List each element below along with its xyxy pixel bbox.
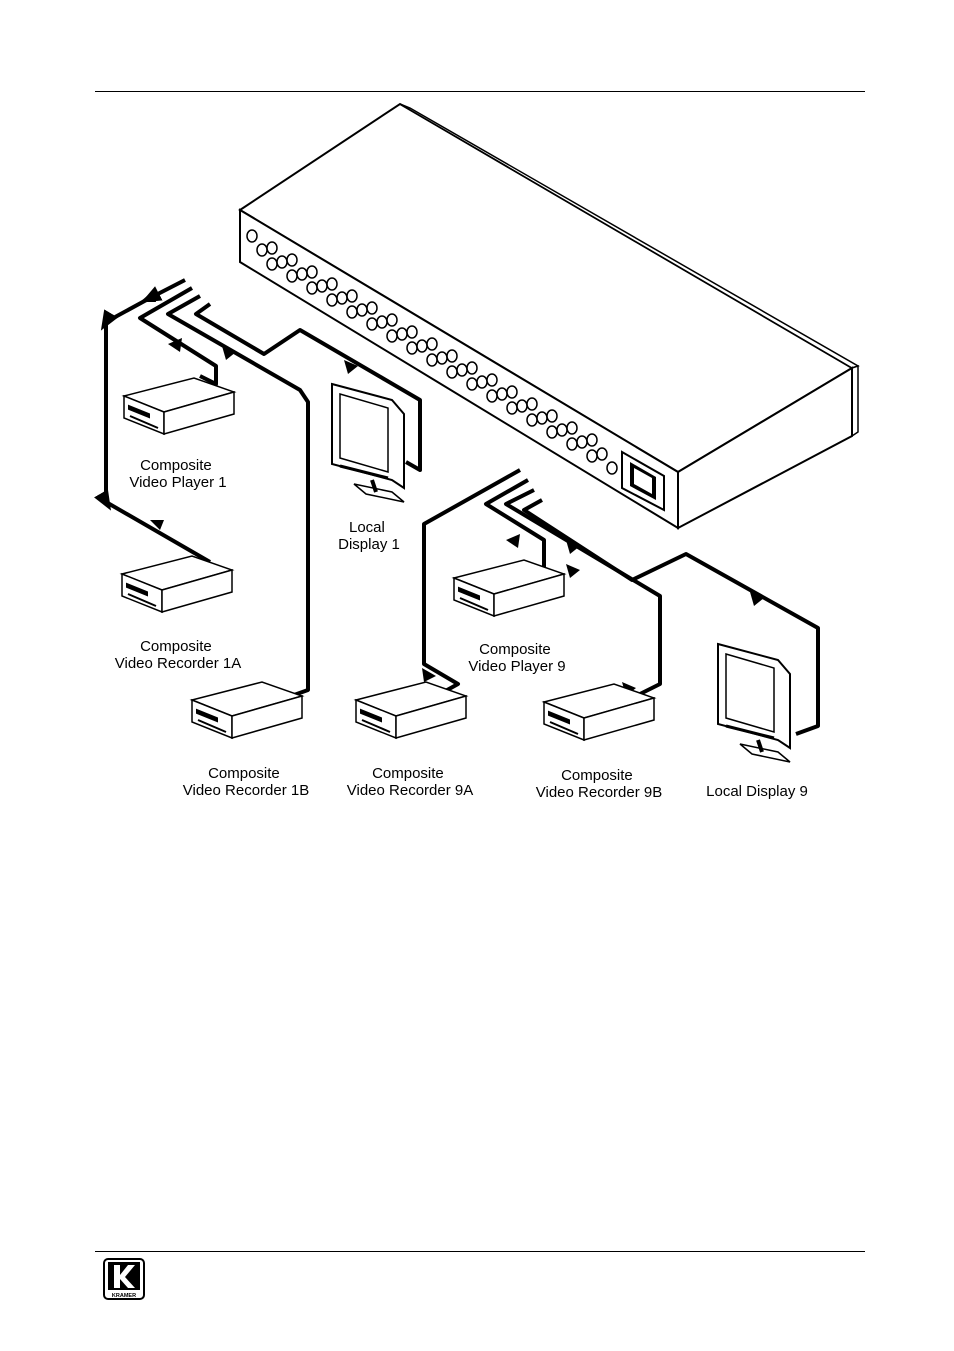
bnc-connector: [547, 426, 557, 438]
bnc-connector: [467, 378, 477, 390]
video-player-9-icon: [454, 560, 564, 616]
bnc-connector: [327, 294, 337, 306]
bnc-connector: [247, 230, 257, 242]
label-display-9: Local Display 9: [706, 783, 808, 800]
bnc-connector: [607, 462, 617, 474]
bnc-connector: [427, 354, 437, 366]
bnc-connector: [407, 326, 417, 338]
bnc-connector: [367, 318, 377, 330]
bnc-connector: [477, 376, 487, 388]
bnc-connector: [527, 414, 537, 426]
bnc-connector: [517, 400, 527, 412]
bnc-connector: [567, 438, 577, 450]
bnc-connector: [307, 266, 317, 278]
kramer-logo: KRAMER: [103, 1258, 145, 1300]
video-recorder-9b-icon: [544, 684, 654, 740]
label-player-9: Composite Video Player 9: [468, 641, 565, 675]
bnc-connector: [407, 342, 417, 354]
bnc-connector: [357, 304, 367, 316]
bnc-connector: [337, 292, 347, 304]
bnc-connector: [347, 306, 357, 318]
bnc-connector: [507, 402, 517, 414]
label-recorder-1b: Composite Video Recorder 1B: [183, 765, 309, 799]
bnc-connector: [537, 412, 547, 424]
bnc-connector: [447, 366, 457, 378]
bnc-connector: [417, 340, 427, 352]
bnc-connector: [377, 316, 387, 328]
bnc-connector: [597, 448, 607, 460]
video-player-1-icon: [124, 378, 234, 434]
bnc-connector: [437, 352, 447, 364]
bnc-connector: [487, 374, 497, 386]
logo-wordmark: KRAMER: [112, 1293, 136, 1299]
bnc-connector: [287, 270, 297, 282]
video-recorder-1a-icon: [122, 556, 232, 612]
bnc-connector: [387, 330, 397, 342]
bnc-connector: [487, 390, 497, 402]
bnc-connector: [467, 362, 477, 374]
bnc-connector: [587, 450, 597, 462]
label-player-1: Composite Video Player 1: [129, 457, 226, 491]
bnc-connector: [347, 290, 357, 302]
label-display-1: Local Display 1: [338, 519, 400, 553]
bnc-connector: [557, 424, 567, 436]
label-recorder-1a: Composite Video Recorder 1A: [115, 638, 241, 672]
bnc-connector: [257, 244, 267, 256]
label-recorder-9b: Composite Video Recorder 9B: [536, 767, 662, 801]
bnc-connector: [267, 258, 277, 270]
local-display-1-icon: [332, 384, 404, 502]
bnc-connector: [297, 268, 307, 280]
bnc-connector: [427, 338, 437, 350]
cable-player-9: [486, 480, 544, 570]
bnc-connector: [387, 314, 397, 326]
bnc-connector: [367, 302, 377, 314]
bnc-connector: [577, 436, 587, 448]
bnc-connector: [327, 278, 337, 290]
bnc-connector: [527, 398, 537, 410]
bnc-connector: [457, 364, 467, 376]
label-recorder-9a: Composite Video Recorder 9A: [347, 765, 473, 799]
bnc-connector: [317, 280, 327, 292]
bnc-connector: [447, 350, 457, 362]
local-display-9-icon: [718, 644, 790, 762]
bnc-connector: [277, 256, 287, 268]
bnc-connector: [507, 386, 517, 398]
bnc-connector: [497, 388, 507, 400]
bnc-connector: [287, 254, 297, 266]
bnc-connector: [307, 282, 317, 294]
bnc-connector: [267, 242, 277, 254]
bnc-connector: [567, 422, 577, 434]
bnc-connector: [397, 328, 407, 340]
video-recorder-1b-icon: [192, 682, 302, 738]
bnc-connector: [547, 410, 557, 422]
bnc-connector: [587, 434, 597, 446]
video-recorder-9a-icon: [356, 682, 466, 738]
